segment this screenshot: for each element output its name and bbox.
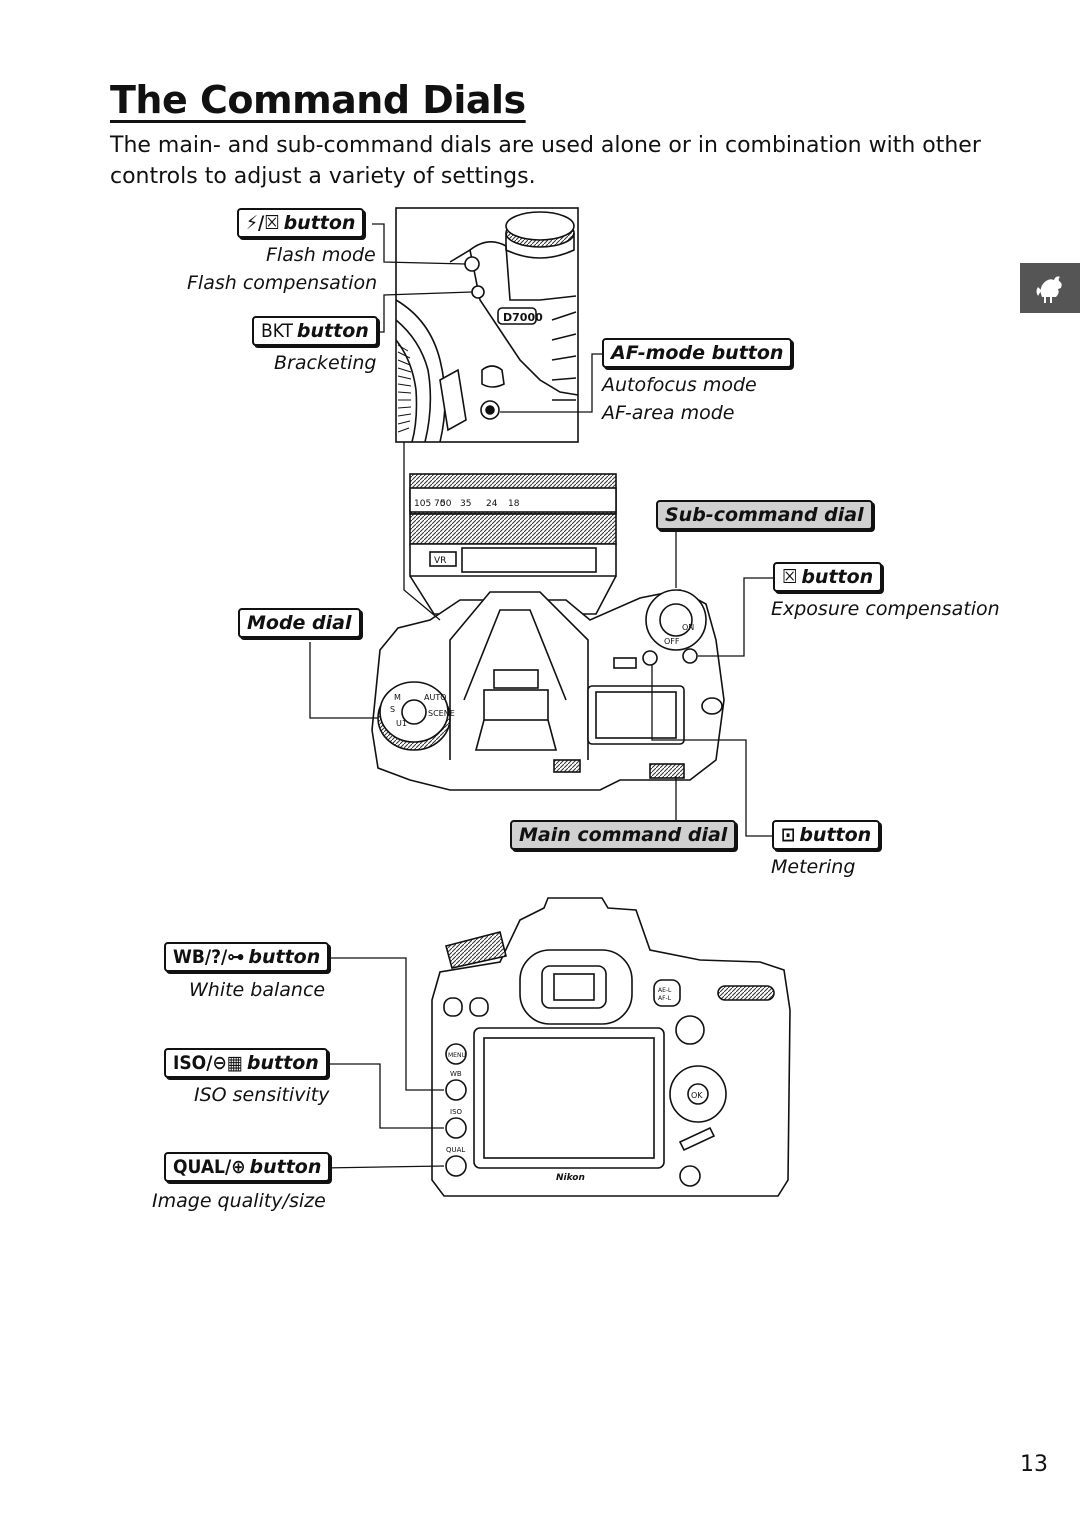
svg-text:105 70: 105 70 [414, 499, 446, 509]
metering-caption: Metering [771, 856, 856, 878]
page-title: The Command Dials [110, 78, 526, 122]
iso-sensitivity-caption: ISO sensitivity [194, 1084, 330, 1106]
svg-text:VR: VR [434, 556, 446, 566]
svg-text:ISO: ISO [450, 1108, 463, 1116]
front-closeup-inset: D7000 [395, 207, 579, 443]
white-balance-caption: White balance [189, 979, 326, 1001]
main-command-dial-callout: Main command dial [510, 820, 737, 850]
svg-text:24: 24 [486, 499, 498, 509]
svg-text:S: S [390, 705, 395, 714]
autofocus-mode-caption: Autofocus mode [602, 374, 757, 396]
svg-text:35: 35 [460, 499, 471, 509]
svg-text:M: M [394, 693, 401, 702]
svg-text:U1: U1 [396, 719, 407, 728]
exposure-compensation-caption: Exposure compensation [771, 598, 1000, 620]
svg-text:SCENE: SCENE [428, 709, 455, 718]
metering-button-callout: ⊡button [772, 820, 881, 850]
flash-compensation-caption: Flash compensation [187, 272, 378, 294]
flash-mode-caption: Flash mode [266, 244, 376, 266]
svg-text:ON: ON [682, 623, 694, 632]
sub-command-dial-callout: Sub-command dial [656, 500, 873, 530]
svg-text:50: 50 [440, 499, 452, 509]
model-badge: D7000 [503, 311, 543, 324]
page-number: 13 [1020, 1452, 1048, 1477]
bracketing-caption: Bracketing [274, 352, 377, 374]
svg-text:AF-L: AF-L [658, 995, 672, 1002]
af-area-mode-caption: AF-area mode [602, 402, 735, 424]
svg-text:AUTO: AUTO [424, 693, 447, 702]
wb-button-callout: WB/?/⊶button [164, 942, 330, 972]
rooster-icon [1036, 276, 1062, 303]
mode-dial-callout: Mode dial [238, 608, 361, 638]
exposure-button-callout: ☒button [773, 562, 883, 592]
flash-button-callout: ⚡/☒button [237, 208, 365, 238]
svg-text:AE-L: AE-L [658, 987, 672, 994]
image-quality-caption: Image quality/size [152, 1190, 326, 1212]
svg-text:QUAL: QUAL [446, 1146, 465, 1154]
svg-text:OFF: OFF [664, 637, 680, 646]
svg-text:18: 18 [508, 499, 520, 509]
section-tab[interactable] [1020, 263, 1080, 313]
svg-text:OK: OK [691, 1091, 703, 1100]
back-view-camera: Nikon MENU WB ISO QUAL AE-L AF-L OK [431, 897, 791, 1197]
intro-paragraph: The main- and sub-command dials are used… [110, 133, 981, 189]
af-mode-button-callout: AF-mode button [602, 338, 793, 368]
qual-button-callout: QUAL/⊕button [164, 1152, 331, 1182]
brand-logo: Nikon [556, 1173, 585, 1183]
svg-text:MENU: MENU [448, 1052, 466, 1059]
svg-text:WB: WB [450, 1070, 462, 1078]
iso-button-callout: ISO/⊖▦button [164, 1048, 328, 1078]
